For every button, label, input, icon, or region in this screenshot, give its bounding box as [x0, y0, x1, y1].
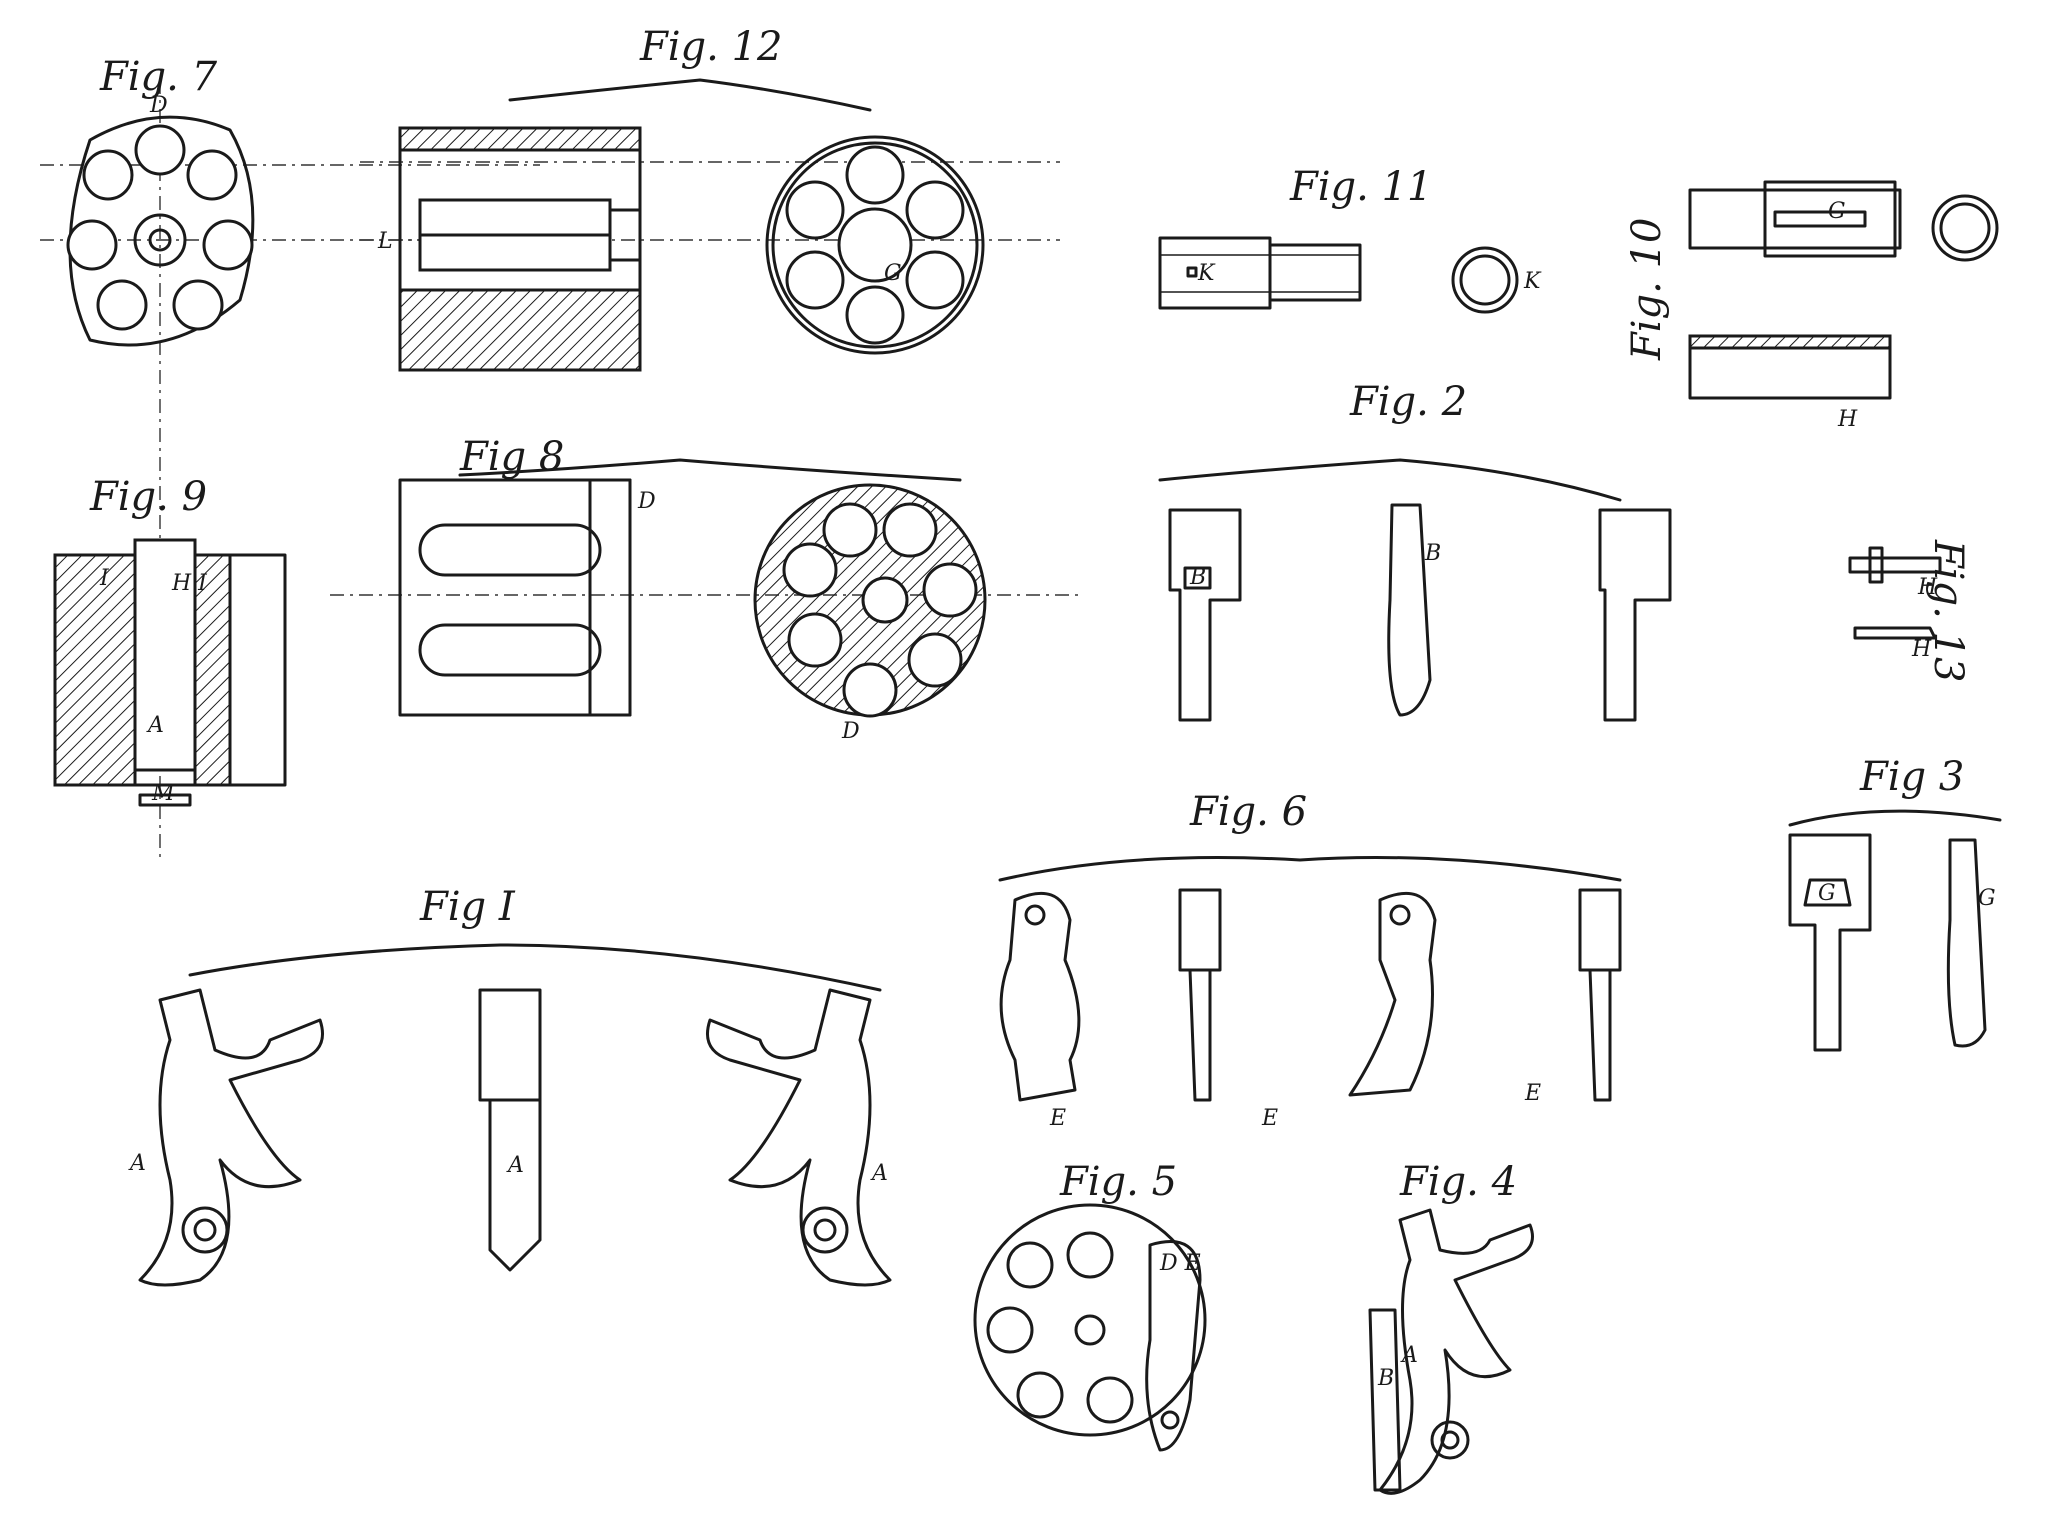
- fig12-brace: [508, 78, 872, 112]
- fig6-label-e: E: [1049, 1106, 1066, 1131]
- fig1-title: Fig I: [419, 884, 516, 930]
- fig4-title: Fig. 4: [1399, 1159, 1517, 1205]
- fig3-label-g: G: [1818, 881, 1836, 906]
- fig9-title: Fig. 9: [89, 474, 207, 520]
- fig6-label-e2: E: [1261, 1106, 1278, 1131]
- fig7-label-d: D: [149, 93, 168, 118]
- fig1-hammer-views: [138, 988, 892, 1287]
- fig11-title: Fig. 11: [1289, 164, 1432, 210]
- fig13-spring-parts: [1848, 546, 1942, 640]
- fig12-cylinder-section: [360, 126, 1060, 372]
- fig9-label-a: A: [146, 713, 164, 738]
- fig11-label-k2: K: [1523, 269, 1542, 294]
- fig1-brace: [188, 943, 882, 992]
- fig10-label-g: G: [1828, 199, 1846, 224]
- fig12-label-l: L: [377, 229, 393, 254]
- fig6-brace: [998, 856, 1622, 882]
- fig5-cylinder-with-hand: [973, 1203, 1207, 1452]
- fig9-label-hi: H I: [171, 571, 208, 596]
- fig2-title: Fig. 2: [1349, 379, 1467, 425]
- fig11-label-k: K: [1197, 261, 1216, 286]
- fig3-label-g2: G: [1978, 886, 1996, 911]
- fig7-title: Fig. 7: [99, 54, 218, 100]
- fig3-lever-views: [1788, 833, 1987, 1052]
- fig13-title: Fig. 13: [1925, 539, 1971, 682]
- fig1-label-a3: A: [870, 1161, 888, 1186]
- fig11-sleeve: [1158, 236, 1519, 314]
- fig12-label-g: G: [884, 261, 902, 286]
- fig13-label-h: H: [1917, 575, 1938, 600]
- fig12-cylinder-end-view: [765, 135, 985, 355]
- fig2-brace: [1158, 458, 1622, 502]
- fig6-title: Fig. 6: [1189, 789, 1307, 835]
- fig8-label-d2: D: [841, 719, 860, 744]
- fig10-barrel-parts: [1688, 180, 1999, 400]
- fig9-cylinder-section: [53, 538, 287, 807]
- fig12-title: Fig. 12: [639, 24, 782, 70]
- fig4-label-a: A: [1400, 1343, 1418, 1368]
- fig8-cylinder-side-view: [330, 478, 1080, 717]
- fig4-lock-assembly: [1368, 1208, 1534, 1495]
- fig4-label-b: B: [1377, 1366, 1394, 1391]
- fig8-label-d: D: [637, 489, 656, 514]
- fig8-brace: [458, 458, 962, 482]
- fig10-title: Fig. 10: [1624, 218, 1670, 361]
- fig5-label-de: D E: [1159, 1251, 1201, 1276]
- fig3-title: Fig 3: [1859, 754, 1964, 800]
- fig6-label-e3: E: [1524, 1081, 1541, 1106]
- fig9-label-m: M: [151, 781, 175, 806]
- fig13-label-h2: H: [1911, 637, 1932, 662]
- fig2-label-b: B: [1189, 565, 1206, 590]
- fig2-pawl-views: [1168, 503, 1672, 722]
- fig3-brace: [1788, 809, 2002, 827]
- fig6-hand-views: [999, 888, 1622, 1102]
- fig8-cylinder-end-view: [753, 483, 987, 718]
- fig2-label-b2: B: [1424, 541, 1441, 566]
- fig7-cylinder-front-view: [40, 80, 540, 860]
- fig9-label-i: I: [99, 566, 110, 591]
- fig10-label-h: H: [1837, 407, 1858, 432]
- fig5-title: Fig. 5: [1059, 1159, 1177, 1205]
- fig1-label-a2: A: [506, 1153, 524, 1178]
- fig1-label-a: A: [128, 1151, 146, 1176]
